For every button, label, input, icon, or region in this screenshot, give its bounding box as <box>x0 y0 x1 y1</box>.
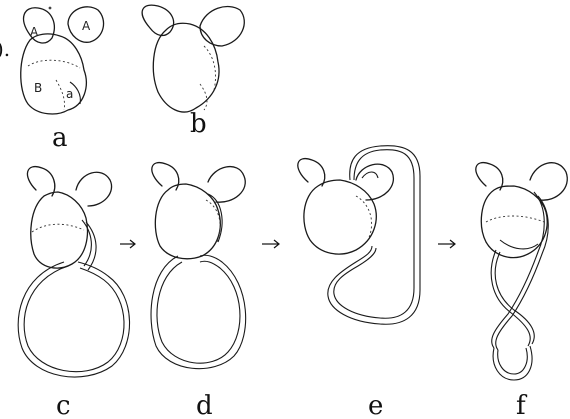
arrow-e-to-f <box>438 240 455 248</box>
caption-b: b <box>190 109 207 139</box>
figure-e-body <box>304 180 376 254</box>
figure-e-mrna-loop-inner <box>334 150 414 319</box>
caption-a: a <box>52 123 68 153</box>
figure-a: A A B a <box>21 7 104 114</box>
figure-e-right-lobe <box>356 164 393 200</box>
figure-f <box>476 163 567 380</box>
subunit-label-a-right: A <box>82 19 91 33</box>
caption-c: c <box>56 391 71 419</box>
subunit-label-b: B <box>34 81 42 95</box>
figure-d-mrna-loop-outer <box>151 255 246 368</box>
figure-f-left-lobe <box>476 163 503 190</box>
figure-f-mrna-upper-loop <box>491 250 530 346</box>
figure-a-body <box>21 34 87 114</box>
subunit-label-a-left: A <box>30 25 39 39</box>
panel-label-fragment: ). <box>0 37 10 61</box>
figure-b <box>142 5 244 112</box>
figure-c-mrna-loop-inner <box>24 266 124 372</box>
subunit-label-a-lower: a <box>66 87 73 101</box>
figure-c-left-lobe <box>27 167 54 196</box>
arrow-d-to-e <box>262 240 279 248</box>
figure-b-left-lobe <box>142 5 173 35</box>
figure-e <box>298 146 420 325</box>
figure-b-right-lobe <box>200 7 244 46</box>
caption-e: e <box>368 391 383 419</box>
figure-a-left-lobe <box>24 8 55 43</box>
figure-b-body <box>153 23 219 112</box>
arrow-c-to-d <box>120 240 135 248</box>
figure-c-body <box>31 192 88 268</box>
caption-f: f <box>516 391 528 419</box>
figure-c-mrna-loop-outer <box>18 262 129 377</box>
figure-c-right-lobe <box>76 172 112 206</box>
figure-e-left-lobe <box>298 159 325 186</box>
figure-c <box>18 167 129 377</box>
figure-d-mrna-loop-inner <box>157 261 240 363</box>
figure-d <box>151 163 246 369</box>
caption-d: d <box>196 391 213 419</box>
